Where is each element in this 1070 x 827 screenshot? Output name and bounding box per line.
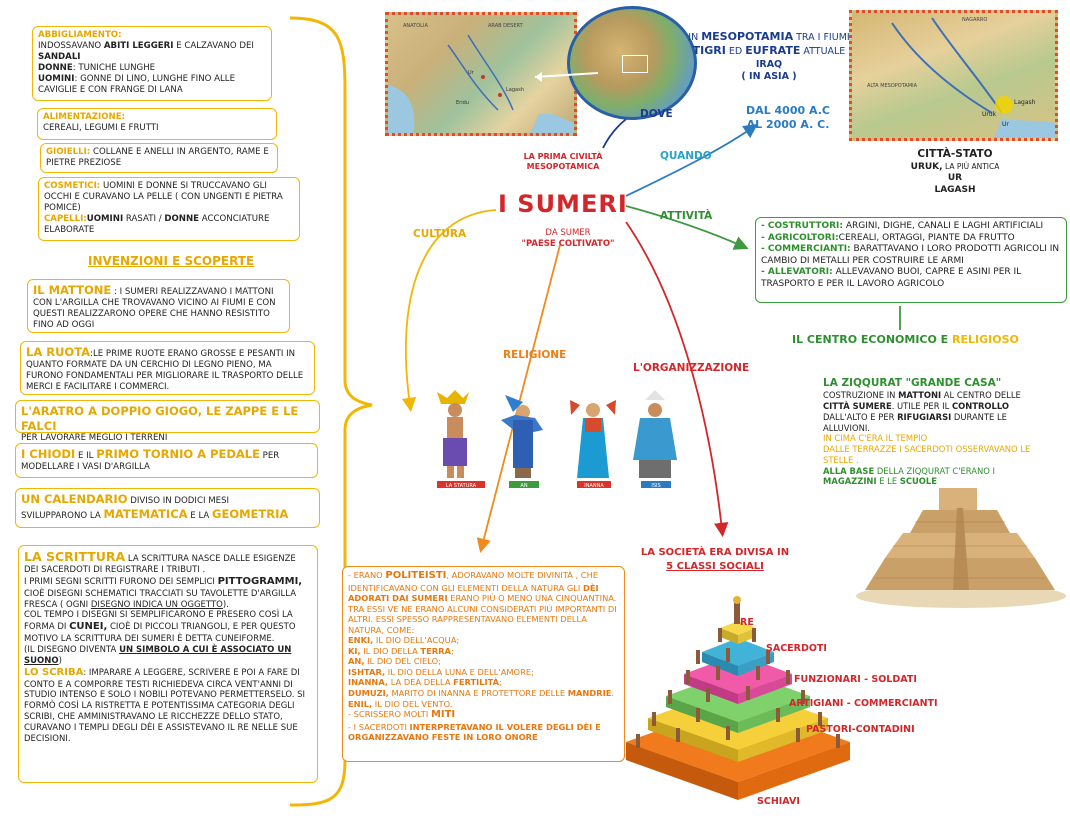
gods-illustration: LA STATURA AN INANNA ISIS <box>437 390 677 489</box>
god-item-highlight: FERTILITÀ <box>453 677 500 688</box>
god-item-name: INANNA, <box>348 677 389 688</box>
label-attivita: ATTIVITÀ <box>660 210 713 222</box>
map-right-label: Uruk <box>982 111 997 118</box>
line-cultura <box>401 209 497 413</box>
map-left-label: Ur <box>468 70 474 76</box>
god-item: ENIL, IL DIO DEL VENTO. <box>348 699 619 710</box>
line-quando <box>625 123 758 197</box>
society-level-artigiani: ARTIGIANI - COMMERCIANTI <box>789 698 938 709</box>
god-name: AN <box>520 483 527 489</box>
brace <box>289 16 373 807</box>
map-left-label: ANATOLIA <box>403 23 428 29</box>
label-cultura: CULTURA <box>413 228 467 240</box>
line-attivita <box>625 205 749 250</box>
god-item: INANNA, LA DEA DELLA FERTILITÀ; <box>348 677 619 688</box>
gods-list: ENKI, IL DIO DELL'ACQUA;KI, IL DIO DELLA… <box>348 635 619 709</box>
map-right-label: Lagash <box>1014 99 1036 106</box>
map-right-label: NAGARRO <box>962 17 988 23</box>
god-item-highlight: MANDRIE <box>567 688 612 698</box>
label-quando: QUANDO <box>660 150 712 162</box>
page-title: I SUMERI <box>498 190 628 218</box>
god-item-highlight: TERRA <box>420 645 451 656</box>
map-mesopotamia-left: ANATOLIA ARAB DESERT Eridu Ur Lagash <box>385 12 577 136</box>
society-level-re: RE <box>740 617 754 628</box>
society-heading: LA SOCIETÀ ERA DIVISA IN 5 CLASSI SOCIAL… <box>640 547 790 572</box>
line-organizzazione <box>625 221 729 538</box>
god-name: ISIS <box>651 483 660 489</box>
god-item-name: KI, <box>348 645 361 656</box>
cosmetics-box: COSMETICI: UOMINI E DONNE SI TRUCCAVANO … <box>38 177 300 241</box>
god-item-text: MARITO DI INANNA E PROTETTORE DELLE <box>388 688 568 698</box>
god-item: KI, IL DIO DELLA TERRA; <box>348 646 619 657</box>
inventions-title: INVENZIONI E SCOPERTE <box>88 254 255 268</box>
god-item-end: . <box>611 688 615 698</box>
society-level-funzionari: FUNZIONARI - SOLDATI <box>794 674 917 685</box>
where-text: IN MESOPOTAMIA TRA I FIUMI TIGRI ED EUFR… <box>688 30 850 83</box>
when-text: DAL 4000 A.C AL 2000 A. C. <box>746 104 830 131</box>
label-dove: DOVE <box>640 108 673 120</box>
god-item-text: IL DIO DEL CIELO; <box>364 656 441 667</box>
society-level-sacerdoti: SACERDOTI <box>766 643 827 654</box>
god-item: DUMUZI, MARITO DI INANNA E PROTETTORE DE… <box>348 688 619 699</box>
food-box: ALIMENTAZIONE: CEREALI, LEGUMI E FRUTTI <box>37 108 277 140</box>
line-religione <box>476 244 561 553</box>
god-name: LA STATURA <box>446 483 477 489</box>
city-state: CITTÀ-STATO URUK, LA PIÙ ANTICA UR LAGAS… <box>910 148 1000 196</box>
economic-center-heading: IL CENTRO ECONOMICO E RELIGIOSO <box>792 333 1019 346</box>
god-item-name: DUMUZI, <box>348 688 389 698</box>
god-name: INANNA <box>584 483 604 489</box>
god-item-text: IL DIO DEL VENTO. <box>372 698 453 709</box>
writing-box: LA SCRITTURA LA SCRITTURA NASCE DALLE ES… <box>18 545 318 783</box>
god-item-name: ENKI, <box>348 635 374 646</box>
society-pyramid <box>626 596 850 800</box>
label-organizzazione: L'ORGANIZZAZIONE <box>633 362 750 374</box>
clothing-box: ABBIGLIAMENTO: INDOSSAVANO ABITI LEGGERI… <box>32 26 272 101</box>
jewels-box: GIOIELLI: COLLANE E ANELLI IN ARGENTO, R… <box>40 143 278 173</box>
label-religione: RELIGIONE <box>503 349 567 361</box>
god-item-text: LA DEA DELLA <box>388 677 454 688</box>
subtitle: LA PRIMA CIVILTÀ MESOPOTAMICA <box>523 152 603 172</box>
map-mesopotamia-right: NAGARRO ALTA MESOPOTAMIA Uruk Lagash Ur <box>849 10 1058 141</box>
religion-box: - ERANO POLITEISTI, ADORAVANO MOLTE DIVI… <box>342 566 625 762</box>
god-item: ISHTAR, IL DIO DELLA LUNA E DELL'AMORE; <box>348 667 619 678</box>
brick-box: IL MATTONE : I SUMERI REALIZZAVANO I MAT… <box>27 279 290 333</box>
map-left-label: Eridu <box>456 100 469 106</box>
map-left-label: Lagash <box>506 87 524 93</box>
god-item-end: ; <box>450 645 454 656</box>
society-level-pastori: PASTORI-CONTADINI <box>806 724 915 735</box>
ziqqurat-image <box>856 488 1066 608</box>
god-item-text: IL DIO DELL'ACQUA; <box>373 635 460 646</box>
god-item-name: AN, <box>348 656 365 667</box>
etymology: DA SUMER "PAESE COLTIVATO" <box>521 228 615 250</box>
ziqqurat-text: LA ZIQQURAT "GRANDE CASA" COSTRUZIONE IN… <box>823 377 1031 487</box>
god-item: ENKI, IL DIO DELL'ACQUA; <box>348 635 619 646</box>
activities-box: - COSTRUTTORI: ARGINI, DIGHE, CANALI E L… <box>755 217 1067 303</box>
map-right-label: ALTA MESOPOTAMIA <box>867 83 918 89</box>
map-left-label: ARAB DESERT <box>488 23 523 29</box>
god-item-text: IL DIO DELLA LUNA E DELL'AMORE; <box>385 666 534 677</box>
map-right-label: Ur <box>1002 121 1009 128</box>
plough-box: L'ARATRO A DOPPIO GIOGO, LE ZAPPE E LE F… <box>15 400 320 443</box>
nails-box: I CHIODI E IL PRIMO TORNIO A PEDALE PER … <box>15 443 318 478</box>
globe-arrow <box>534 72 599 82</box>
god-item-end: ; <box>499 677 502 688</box>
god-item: AN, IL DIO DEL CIELO; <box>348 656 619 667</box>
god-item-name: ISHTAR, <box>348 666 386 677</box>
globe-image <box>567 6 697 120</box>
god-item-text: IL DIO DELLA <box>360 645 421 656</box>
wheel-box: LA RUOTA:LE PRIME RUOTE ERANO GROSSE E P… <box>20 341 315 395</box>
god-item-name: ENIL, <box>348 698 373 709</box>
calendar-box: UN CALENDARIO DIVISO IN DODICI MESI SVIL… <box>15 488 320 528</box>
society-level-schiavi: SCHIAVI <box>757 796 800 807</box>
